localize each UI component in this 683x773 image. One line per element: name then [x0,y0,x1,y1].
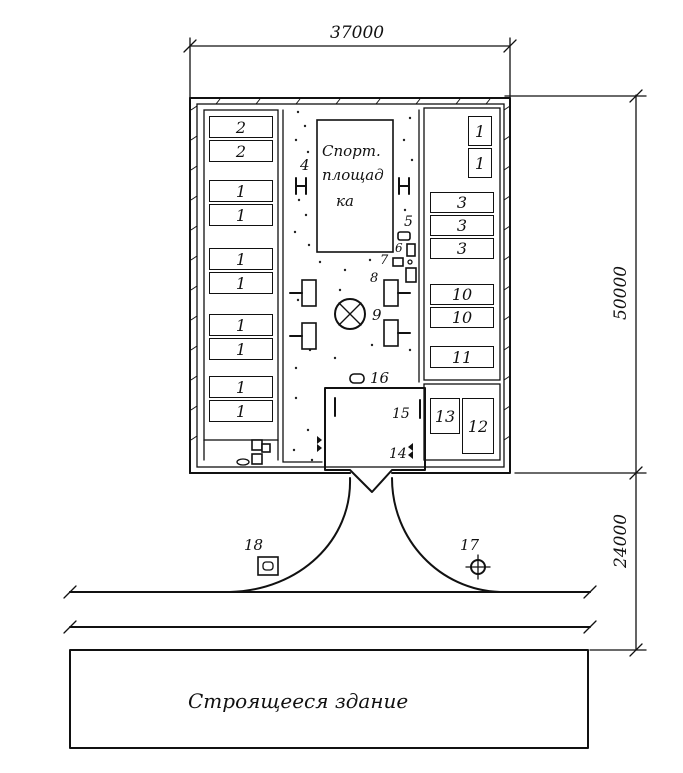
room-left-8: 1 [209,338,273,360]
road [63,585,597,634]
construction-building-label: Строящееся здание [188,689,408,713]
entrance-curves [69,477,591,593]
item-18: 18 [244,536,279,576]
fence-hatching [190,98,511,441]
room-right-5: 3 [430,238,494,259]
marker-9: 9 [372,306,382,324]
paving-dots [292,110,414,462]
room-right-3: 3 [430,192,494,213]
room-right-6: 10 [430,284,494,305]
sport-area-label-1: Спорт. [322,142,381,160]
dimension-entrance-label: 24000 [611,514,631,569]
entrance-building: 15 14 [317,387,426,493]
marker-16: 16 [370,369,390,387]
marker-18: 18 [244,536,263,554]
room-right-2: 1 [468,148,492,178]
marker-15: 15 [392,406,410,422]
room-13: 13 [430,398,460,434]
dimension-width-label: 37000 [330,23,384,43]
room-right-1: 1 [468,116,492,146]
construction-building: Строящееся здание [69,649,589,749]
equipment-5-8: 5 6 7 8 [370,214,417,286]
marker-8: 8 [370,271,378,286]
dimension-width: 37000 [183,23,517,99]
marker-17: 17 [460,536,480,554]
room-right-8: 11 [430,346,494,368]
marker-5: 5 [404,214,413,230]
dimension-height-label: 50000 [611,266,631,320]
room-12: 12 [462,398,494,454]
room-right-4: 3 [430,215,494,236]
sport-area-label-2: площад [322,166,384,184]
benches [289,279,411,350]
flower-bed-9: 9 [334,298,382,330]
marker-7: 7 [380,253,389,268]
room-left-9: 1 [209,376,273,398]
room-left-5: 1 [209,248,273,270]
left-building-column [203,109,279,461]
room-right-7: 10 [430,307,494,328]
marker-4: 4 [299,156,310,174]
room-left-1: 2 [209,116,273,138]
room-left-2: 2 [209,140,273,162]
room-left-10: 1 [209,400,273,422]
site-enclosure [189,97,511,474]
marker-6: 6 [395,241,403,255]
horizontal-bar-4: 4 [295,156,410,195]
room-left-3: 1 [209,180,273,202]
room-left-4: 1 [209,204,273,226]
dimension-height: 50000 24000 [504,89,647,657]
sanitary-items [236,439,271,466]
corridor-lines [282,109,420,463]
marker-14: 14 [389,446,407,462]
sport-area: Спорт. площад ка [316,119,394,253]
hydrant-17: 17 [460,536,491,580]
sport-area-label-3: ка [336,192,354,210]
room-left-6: 1 [209,272,273,294]
room-left-7: 1 [209,314,273,336]
item-16: 16 [349,369,390,387]
